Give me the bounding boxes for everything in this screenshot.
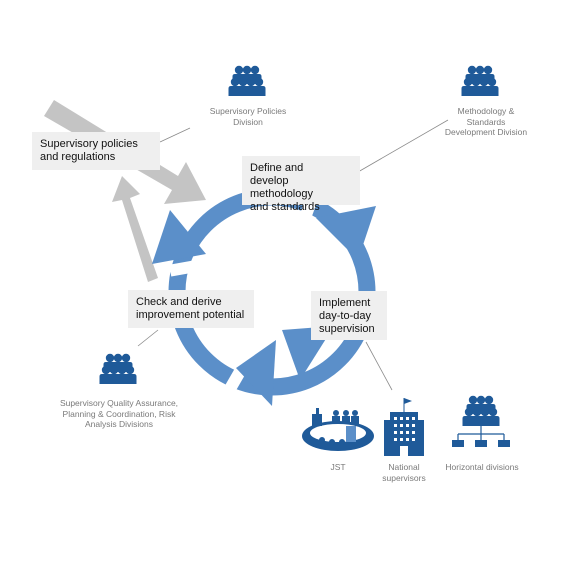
people-group-icon	[462, 66, 499, 96]
label-horizontal-divisions: Horizontal divisions	[445, 462, 519, 472]
box-implement-supervision: Implement day-to-day supervision	[311, 291, 387, 340]
org-chart-icon	[452, 426, 510, 447]
label-jst: JST	[330, 462, 346, 472]
box-check-improvement: Check and derive improvement potential	[128, 290, 254, 328]
round-table-icon	[302, 408, 374, 451]
box-supervisory-policies: Supervisory policies and regulations	[32, 132, 160, 170]
box-supervisory-policies-text: Supervisory policies and regulations	[40, 138, 138, 163]
box-define-methodology: Define and develop methodology and stand…	[242, 156, 360, 213]
box-check-improvement-text: Check and derive improvement potential	[136, 296, 245, 321]
box-implement-supervision-text: Implement day-to-day supervision	[319, 297, 375, 335]
label-methodology-division: Methodology & Standards Development Divi…	[444, 106, 528, 137]
feedback-arrow	[112, 176, 158, 282]
people-group-icon	[229, 66, 266, 96]
label-policies-division: Supervisory Policies Division	[209, 106, 287, 127]
connector-lines	[137, 119, 449, 391]
people-group-icon	[463, 396, 500, 426]
people-group-icon	[100, 354, 137, 384]
cycle-arrowhead-top	[316, 206, 376, 260]
label-qa-divisions: Supervisory Quality Assurance, Planning …	[59, 398, 179, 429]
box-define-methodology-text: Define and develop methodology and stand…	[250, 162, 320, 213]
label-national-supervisors: National supervisors	[382, 462, 426, 483]
building-icon	[384, 398, 424, 456]
cycle-arrowhead-bottom	[236, 340, 276, 406]
cycle-arrowhead-left	[152, 210, 206, 264]
